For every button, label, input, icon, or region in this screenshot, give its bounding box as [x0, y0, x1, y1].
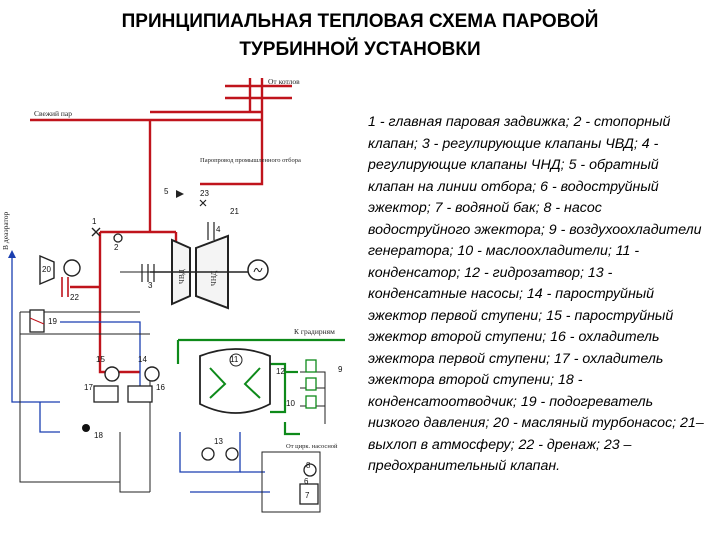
page-title: ПРИНЦИПИАЛЬНАЯ ТЕПЛОВАЯ СХЕМА ПАРОВОЙ ТУ… — [0, 8, 720, 64]
label-industrial-line: Паропровод промышленного отбора — [200, 157, 301, 164]
label-lp-part: ЧНД — [209, 271, 218, 286]
condenser-tubes — [209, 367, 261, 399]
cond-loop-1 — [60, 321, 141, 402]
number-11: 11 — [230, 355, 239, 364]
exhaust-lines — [61, 277, 69, 297]
condenser — [199, 348, 271, 414]
number-22: 22 — [70, 293, 79, 302]
air-cooler-1 — [305, 359, 317, 373]
cond-pumps-line — [179, 432, 241, 473]
number-17: 17 — [84, 383, 93, 392]
air-cooler-3 — [305, 395, 317, 409]
thermal-scheme-diagram: От котлов Свежий пар Паропровод промышле… — [1, 77, 345, 513]
auxiliary-lines — [19, 271, 326, 513]
number-19: 19 — [48, 317, 57, 326]
title-line-1: ПРИНЦИПИАЛЬНАЯ ТЕПЛОВАЯ СХЕМА ПАРОВОЙ — [121, 11, 599, 32]
ejector-steam-line — [98, 287, 140, 374]
ejector-second-stage — [104, 366, 120, 382]
to-deaerator-line — [11, 252, 60, 403]
number-14: 14 — [138, 355, 147, 364]
number-13: 13 — [214, 437, 223, 446]
hp-control-valves — [141, 264, 155, 282]
condensate-pump-1 — [201, 447, 215, 461]
cw-circulating — [283, 422, 300, 436]
condenser-center — [229, 353, 243, 367]
legend-text: 1 - главная паровая задвижка; 2 - стопор… — [368, 114, 704, 474]
label-to-deaerator: В деаэратор — [1, 212, 10, 250]
water-ejector-pump — [303, 463, 317, 477]
number-15: 15 — [96, 355, 105, 364]
relief-valve — [199, 199, 207, 207]
number-8: 8 — [306, 461, 311, 470]
title-line-2: ТУРБИННОЙ УСТАНОВКИ — [239, 39, 481, 60]
check-valve — [176, 190, 184, 198]
deaerator-arrow — [8, 250, 16, 258]
stop-valve — [113, 233, 123, 243]
air-cooler-2 — [305, 377, 317, 391]
number-4: 4 — [216, 225, 221, 234]
condensate-pump-2 — [225, 447, 239, 461]
condensate-lines — [11, 252, 270, 493]
number-20: 20 — [42, 265, 51, 274]
steam-lines — [30, 78, 292, 374]
label-from-circ-pumps: От цирк. насосной — [286, 443, 338, 450]
oil-pump-steam — [70, 232, 102, 289]
label-from-boilers: От котлов — [268, 77, 300, 86]
number-6: 6 — [304, 477, 309, 486]
oil-turbopump — [39, 254, 55, 286]
oil-turbopump-pump — [63, 259, 81, 277]
number-2: 2 — [114, 243, 119, 252]
generator-symbol — [253, 267, 263, 273]
condensate-trap — [82, 424, 90, 432]
number-21: 21 — [230, 207, 239, 216]
number-5: 5 — [164, 187, 169, 196]
lp-control-valves — [207, 222, 215, 240]
label-hp-part: ЧВД — [177, 269, 186, 284]
number-7: 7 — [305, 491, 310, 500]
number-1: 1 — [92, 217, 97, 226]
ejector-cooler-17 — [93, 385, 119, 403]
ejector-first-stage — [144, 366, 160, 382]
number-23: 23 — [200, 189, 209, 198]
industrial-extraction — [200, 112, 264, 186]
ejector-cooler-16 — [127, 385, 153, 403]
number-12: 12 — [276, 367, 285, 376]
number-16: 16 — [156, 383, 165, 392]
number-18: 18 — [94, 431, 103, 440]
cond-loop-2 — [39, 402, 60, 433]
label-fresh-steam: Свежий пар — [34, 109, 72, 118]
label-to-cooling-towers: К градирням — [294, 327, 335, 336]
number-10: 10 — [286, 399, 295, 408]
number-3: 3 — [148, 281, 153, 290]
number-9: 9 — [338, 365, 343, 374]
water-tank — [299, 483, 319, 505]
main-steam-valve — [91, 227, 101, 237]
